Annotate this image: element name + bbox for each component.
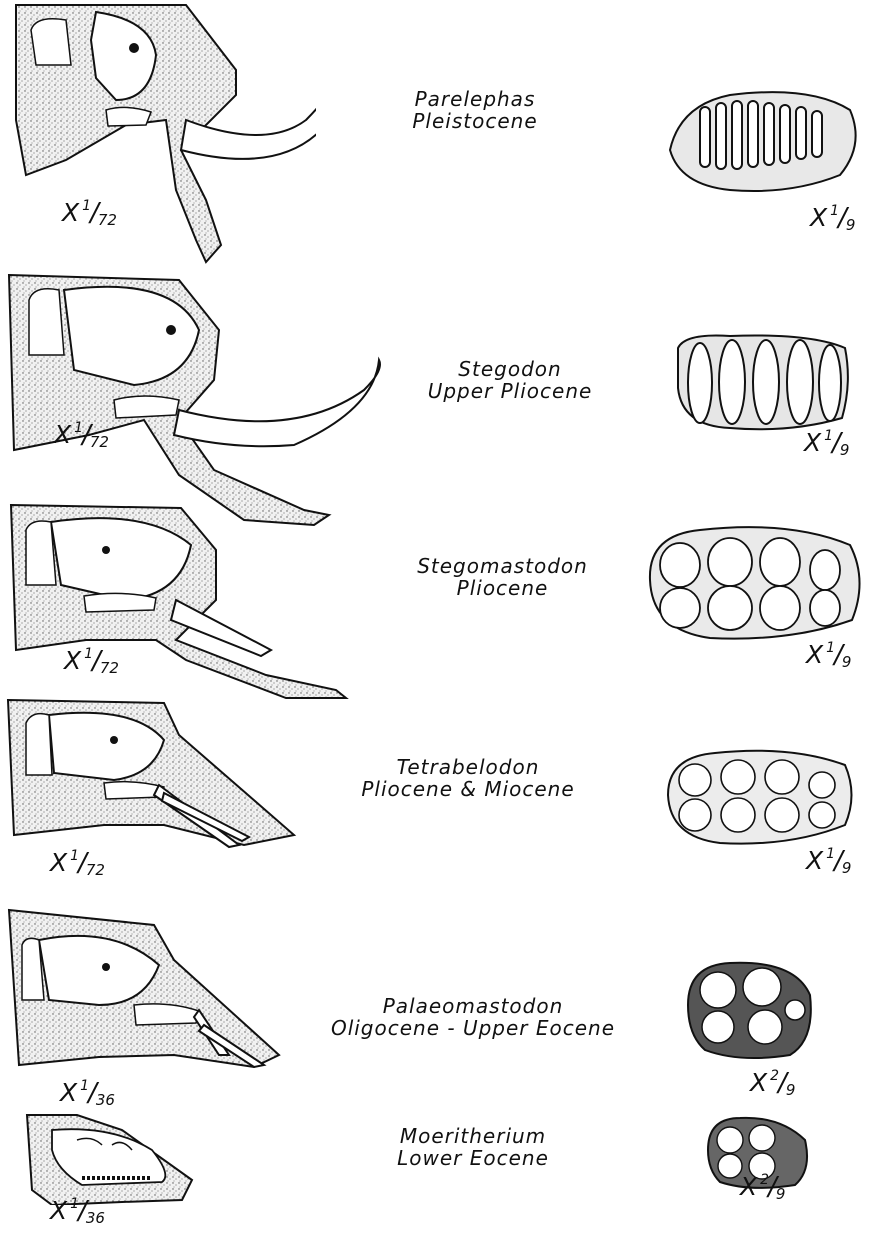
stegodon-label: Stegodon Upper Pliocene	[410, 358, 610, 402]
tetrabelodon-tooth-drawing	[660, 745, 860, 850]
epoch-name: Upper Pliocene	[410, 380, 610, 402]
palaeomastodon-skull-drawing	[4, 905, 294, 1080]
genus-name: Tetrabelodon	[318, 756, 618, 778]
parelephas-label: Parelephas Pleistocene	[370, 88, 580, 132]
genus-name: Stegodon	[410, 358, 610, 380]
parelephas-tooth-drawing	[660, 85, 865, 205]
tetrabelodon-label: Tetrabelodon Pliocene & Miocene	[318, 756, 618, 800]
stegomastodon-tooth-drawing	[640, 520, 870, 645]
palaeomastodon-tooth-drawing	[680, 955, 820, 1065]
epoch-name: Pleistocene	[370, 110, 580, 132]
genus-name: Stegomastodon	[385, 555, 620, 577]
stegodon-skull-drawing	[4, 270, 384, 530]
epoch-name: Pliocene & Miocene	[318, 778, 618, 800]
stegodon-tooth-drawing	[670, 328, 855, 438]
moeritherium-skull-drawing	[22, 1110, 202, 1205]
stegomastodon-skull-drawing	[6, 500, 366, 700]
epoch-name: Pliocene	[385, 577, 620, 599]
moeritherium-label: Moeritherium Lower Eocene	[358, 1125, 588, 1169]
genus-name: Moeritherium	[358, 1125, 588, 1147]
parelephas-skull-drawing	[6, 0, 316, 270]
epoch-name: Lower Eocene	[358, 1147, 588, 1169]
palaeomastodon-label: Palaeomastodon Oligocene - Upper Eocene	[308, 995, 638, 1039]
genus-name: Palaeomastodon	[308, 995, 638, 1017]
genus-name: Parelephas	[370, 88, 580, 110]
stegomastodon-label: Stegomastodon Pliocene	[385, 555, 620, 599]
tetrabelodon-skull-drawing	[4, 695, 304, 855]
epoch-name: Oligocene - Upper Eocene	[308, 1017, 638, 1039]
